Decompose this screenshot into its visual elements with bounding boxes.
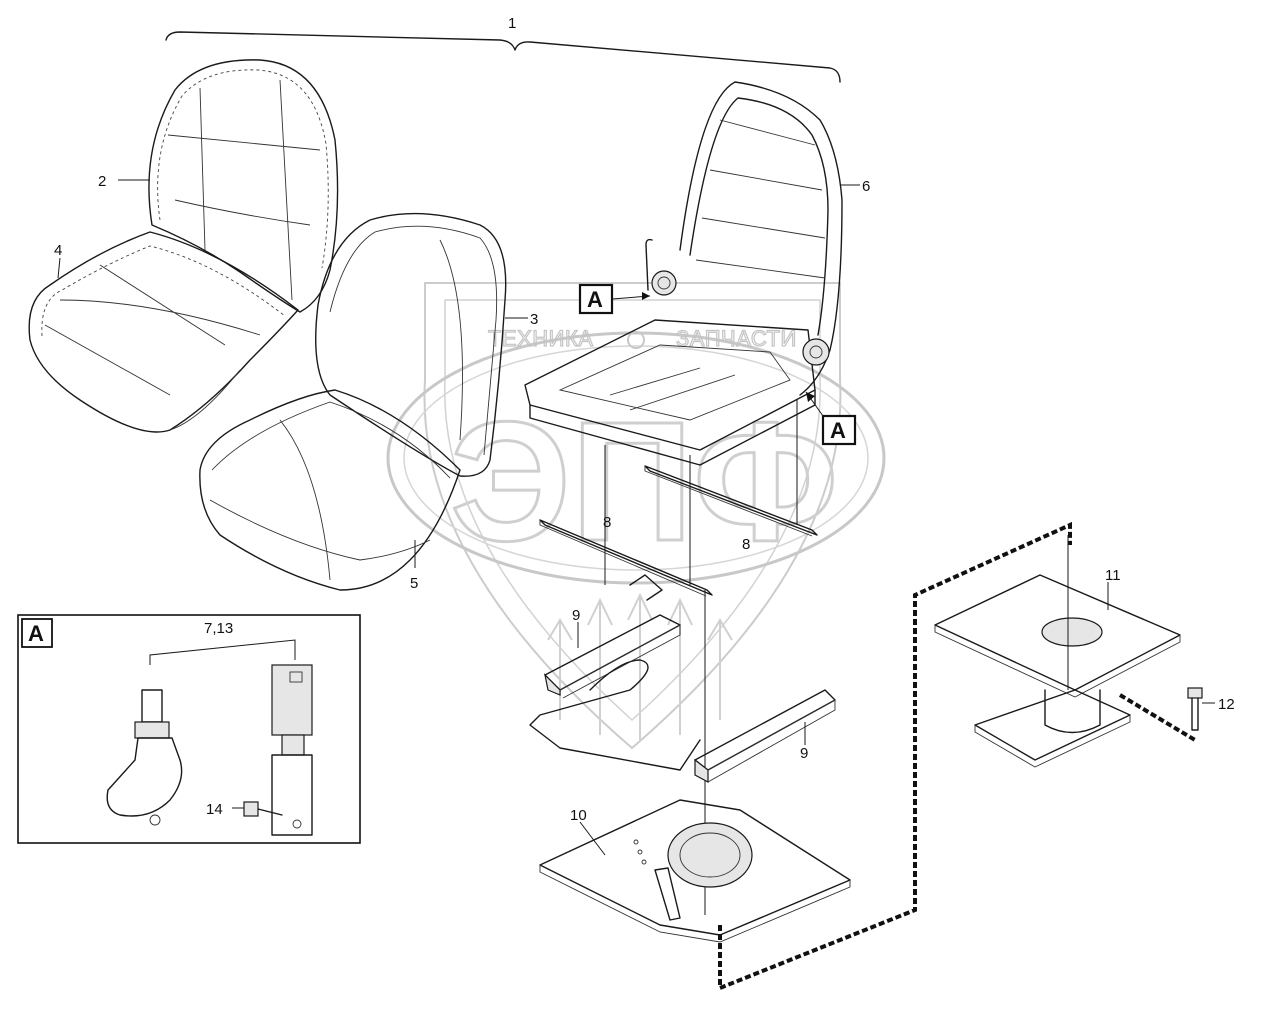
recliner-knob-left (651, 270, 677, 296)
watermark-left-text: ТЕХНИКА (488, 326, 593, 351)
callout-9-lower: 9 (800, 745, 808, 762)
swivel-plate (539, 799, 851, 943)
seat-cushion (199, 389, 461, 591)
view-ref-a-right: A (805, 391, 857, 446)
mounting-strip-right (644, 465, 818, 537)
callout-8-right: 8 (742, 536, 750, 553)
callout-5: 5 (410, 575, 418, 592)
assembly-bracket: 1 (165, 15, 841, 83)
callout-8-left: 8 (603, 514, 611, 531)
detail-view-a: A 7,13 14 (17, 614, 361, 844)
bolt (1187, 687, 1203, 731)
connection-line (718, 521, 1072, 991)
view-ref-a-top: A (578, 283, 651, 315)
callout-9-upper: 9 (572, 607, 580, 624)
svg-text:A: A (830, 418, 846, 443)
bolt-14 (243, 801, 283, 817)
callout-11: 11 (1105, 567, 1121, 584)
callout-14: 14 (206, 801, 223, 818)
callout-3: 3 (530, 311, 538, 328)
callout-7-13: 7,13 (204, 620, 233, 637)
callout-4: 4 (54, 242, 62, 259)
watermark-wheat-icon (547, 592, 733, 740)
detail-box-label: A (28, 621, 44, 646)
svg-text:A: A (587, 287, 603, 312)
watermark-gear-icon (627, 331, 645, 349)
slide-rail-right (694, 689, 836, 784)
callout-2: 2 (98, 173, 106, 190)
pedestal-bracket (934, 574, 1181, 768)
mounting-strip-left (539, 519, 713, 597)
belt-buckle (271, 664, 313, 836)
seat-frame (524, 81, 843, 466)
callout-10: 10 (570, 807, 587, 824)
watermark-shield (423, 282, 842, 750)
callout-12: 12 (1218, 696, 1235, 713)
callout-6: 6 (862, 178, 870, 195)
belt-tongue (106, 689, 183, 826)
slide-rail-left (529, 574, 701, 771)
recliner-knob-right (802, 338, 830, 366)
watermark: ТЕХНИКА ЗАПЧАСТИ ЭПФ (386, 282, 886, 750)
seat-cushion-cover (28, 231, 299, 433)
backrest-cover (148, 59, 339, 313)
watermark-big-text: ЭПФ (450, 387, 838, 577)
callout-1: 1 (508, 15, 516, 32)
